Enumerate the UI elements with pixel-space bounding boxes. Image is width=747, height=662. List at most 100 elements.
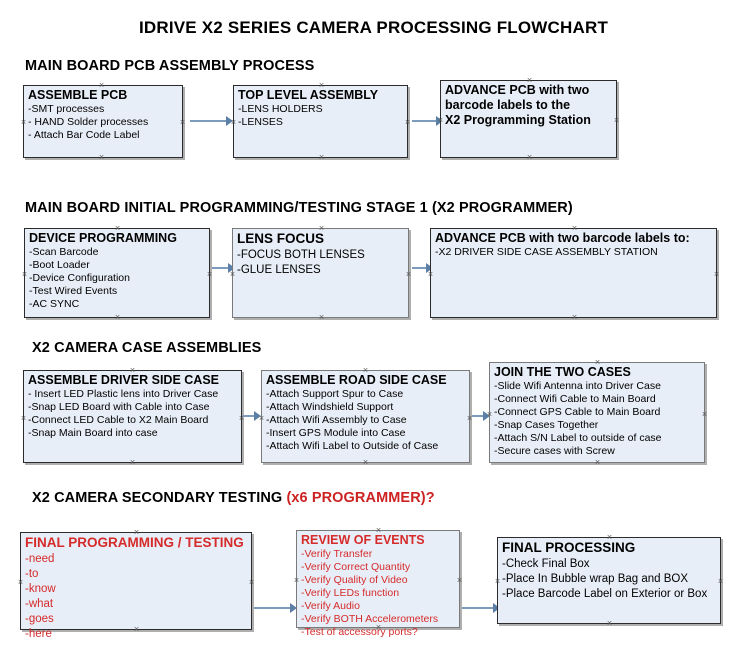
resize-handle-bottom[interactable] bbox=[571, 314, 578, 321]
resize-handle-right[interactable] bbox=[717, 578, 724, 585]
resize-handle-top[interactable] bbox=[375, 527, 382, 534]
box-line: barcode labels to the bbox=[445, 98, 571, 112]
box-line: -Verify LEDs function bbox=[301, 587, 400, 599]
section-heading-initial-prog: MAIN BOARD INITIAL PROGRAMMING/TESTING S… bbox=[25, 200, 573, 216]
box-final-programming-testing[interactable]: FINAL PROGRAMMING / TESTING -need -to -k… bbox=[17, 529, 255, 640]
box-heading: REVIEW OF EVENTS bbox=[301, 533, 425, 547]
box-line: - Attach Bar Code Label bbox=[28, 129, 140, 141]
section-label: X2 CAMERA SECONDARY TESTING bbox=[32, 490, 287, 506]
box-line: -Place Barcode Label on Exterior or Box bbox=[502, 588, 708, 600]
box-heading: TOP LEVEL ASSEMBLY bbox=[238, 88, 379, 102]
resize-handle-bottom[interactable] bbox=[375, 624, 382, 631]
connector-road-side-to-join bbox=[472, 415, 485, 417]
box-line: -SMT processes bbox=[28, 103, 105, 115]
resize-handle-left[interactable] bbox=[437, 117, 444, 124]
box-line: -Attach Support Spur to Case bbox=[266, 388, 404, 400]
box-line: -Verify Correct Quantity bbox=[301, 561, 411, 573]
resize-handle-top[interactable] bbox=[318, 225, 325, 232]
resize-handle-left[interactable] bbox=[494, 578, 501, 585]
box-line: -FOCUS BOTH LENSES bbox=[237, 249, 365, 261]
box-line: -know bbox=[25, 583, 56, 595]
box-advance-pcb-case-assembly-station[interactable]: ADVANCE PCB with two barcode labels to: … bbox=[430, 228, 717, 318]
resize-handle-right[interactable] bbox=[405, 271, 412, 278]
resize-handle-left[interactable] bbox=[229, 271, 236, 278]
resize-handle-top[interactable] bbox=[526, 77, 533, 84]
resize-handle-top[interactable] bbox=[571, 225, 578, 232]
box-lens-focus[interactable]: LENS FOCUS -FOCUS BOTH LENSES -GLUE LENS… bbox=[232, 228, 409, 318]
box-line: -Attach Wifi Label to Outside of Case bbox=[266, 440, 439, 452]
box-top-level-assembly[interactable]: TOP LEVEL ASSEMBLY -LENS HOLDERS -LENSES bbox=[233, 85, 408, 158]
box-line: -Attach S/N Label to outside of case bbox=[494, 432, 662, 444]
box-review-of-events[interactable]: REVIEW OF EVENTS -Verify Transfer -Verif… bbox=[293, 527, 463, 638]
resize-handle-top[interactable] bbox=[129, 367, 136, 374]
box-line: -Boot Loader bbox=[29, 259, 90, 271]
resize-handle-right[interactable] bbox=[713, 271, 720, 278]
resize-handle-bottom[interactable] bbox=[114, 314, 121, 321]
box-heading: ADVANCE PCB with two barcode labels to: bbox=[435, 231, 690, 245]
box-line: -Verify Audio bbox=[301, 600, 360, 612]
box-assemble-road-side-case[interactable]: ASSEMBLE ROAD SIDE CASE -Attach Support … bbox=[261, 370, 470, 463]
resize-handle-bottom[interactable] bbox=[133, 626, 140, 633]
box-line: -Scan Barcode bbox=[29, 246, 99, 258]
box-assemble-driver-side-case[interactable]: ASSEMBLE DRIVER SIDE CASE - Insert LED P… bbox=[23, 370, 242, 463]
resize-handle-top[interactable] bbox=[594, 359, 601, 366]
resize-handle-right[interactable] bbox=[404, 119, 411, 126]
resize-handle-top[interactable] bbox=[114, 225, 121, 232]
resize-handle-left[interactable] bbox=[486, 411, 493, 418]
box-line: -Test Wired Events bbox=[29, 285, 118, 297]
box-line: -Check Final Box bbox=[502, 558, 590, 570]
resize-handle-bottom[interactable] bbox=[594, 459, 601, 466]
section-label: X2 CAMERA CASE ASSEMBLIES bbox=[32, 340, 262, 356]
resize-handle-top[interactable] bbox=[318, 82, 325, 89]
page-title: IDRIVE X2 SERIES CAMERA PROCESSING FLOWC… bbox=[138, 18, 609, 37]
resize-handle-top[interactable] bbox=[606, 534, 613, 541]
resize-handle-bottom[interactable] bbox=[526, 154, 533, 161]
box-heading: ADVANCE PCB with two bbox=[445, 83, 590, 97]
box-heading: ASSEMBLE ROAD SIDE CASE bbox=[266, 373, 447, 387]
box-device-programming[interactable]: DEVICE PROGRAMMING -Scan Barcode -Boot L… bbox=[24, 228, 210, 318]
resize-handle-left[interactable] bbox=[20, 119, 27, 126]
box-line: -to bbox=[25, 568, 39, 580]
resize-handle-top[interactable] bbox=[98, 82, 105, 89]
resize-handle-top[interactable] bbox=[133, 529, 140, 536]
box-line: -Device Configuration bbox=[29, 272, 130, 284]
resize-handle-bottom[interactable] bbox=[98, 154, 105, 161]
resize-handle-left[interactable] bbox=[17, 579, 24, 586]
resize-handle-right[interactable] bbox=[179, 119, 186, 126]
resize-handle-bottom[interactable] bbox=[318, 154, 325, 161]
box-join-the-two-cases[interactable]: JOIN THE TWO CASES -Slide Wifi Antenna i… bbox=[489, 362, 705, 463]
resize-handle-left[interactable] bbox=[427, 271, 434, 278]
box-assemble-pcb[interactable]: ASSEMBLE PCB -SMT processes - HAND Solde… bbox=[23, 85, 183, 158]
resize-handle-bottom[interactable] bbox=[362, 459, 369, 466]
connector-final-prog-to-review bbox=[254, 607, 292, 609]
resize-handle-bottom[interactable] bbox=[318, 314, 325, 321]
box-heading: ASSEMBLE DRIVER SIDE CASE bbox=[28, 373, 220, 387]
resize-handle-right[interactable] bbox=[206, 271, 213, 278]
resize-handle-left[interactable] bbox=[258, 415, 265, 422]
resize-handle-right[interactable] bbox=[248, 579, 255, 586]
resize-handle-right[interactable] bbox=[456, 577, 463, 584]
resize-handle-left[interactable] bbox=[20, 415, 27, 422]
box-line: - HAND Solder processes bbox=[28, 116, 149, 128]
resize-handle-left[interactable] bbox=[293, 577, 300, 584]
box-line: -Verify Quality of Video bbox=[301, 574, 408, 586]
box-line: -what bbox=[25, 598, 54, 610]
box-line: -GLUE LENSES bbox=[237, 264, 321, 276]
resize-handle-right[interactable] bbox=[613, 117, 620, 124]
connector-pcb-to-top-level bbox=[190, 120, 228, 122]
resize-handle-bottom[interactable] bbox=[606, 620, 613, 627]
connector-lens-to-advance-case bbox=[412, 267, 428, 269]
box-line: -Connect Wifi Cable to Main Board bbox=[494, 393, 656, 405]
box-final-processing[interactable]: FINAL PROCESSING -Check Final Box -Place… bbox=[497, 537, 721, 624]
resize-handle-right[interactable] bbox=[701, 411, 708, 418]
box-advance-pcb-programming-station[interactable]: ADVANCE PCB with two barcode labels to t… bbox=[440, 80, 617, 158]
resize-handle-left[interactable] bbox=[230, 119, 237, 126]
resize-handle-top[interactable] bbox=[362, 367, 369, 374]
box-heading: JOIN THE TWO CASES bbox=[494, 365, 631, 379]
resize-handle-bottom[interactable] bbox=[129, 459, 136, 466]
box-line-overflow: -Test of accessory ports? bbox=[301, 626, 418, 638]
box-line: -Snap LED Board with Cable into Case bbox=[28, 401, 210, 413]
box-line: -need bbox=[25, 553, 55, 565]
resize-handle-left[interactable] bbox=[21, 271, 28, 278]
